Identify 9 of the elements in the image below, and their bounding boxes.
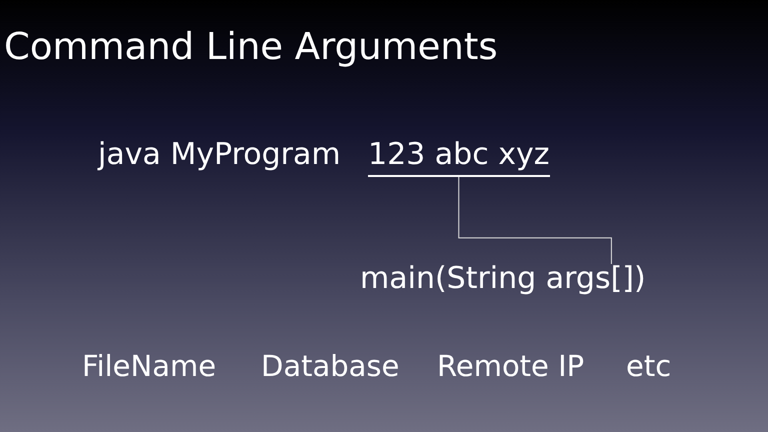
example-text: Remote IP — [437, 352, 584, 381]
connector-line — [458, 176, 612, 264]
underlined-arguments: 123 abc xyz — [368, 140, 550, 177]
command-text: java MyProgram — [98, 140, 341, 170]
method-signature: main(String args[]) — [360, 264, 646, 294]
example-text: Database — [261, 352, 400, 381]
slide-title: Command Line Arguments — [4, 28, 498, 65]
example-text: FileName — [82, 352, 216, 381]
example-text: etc — [626, 352, 672, 381]
